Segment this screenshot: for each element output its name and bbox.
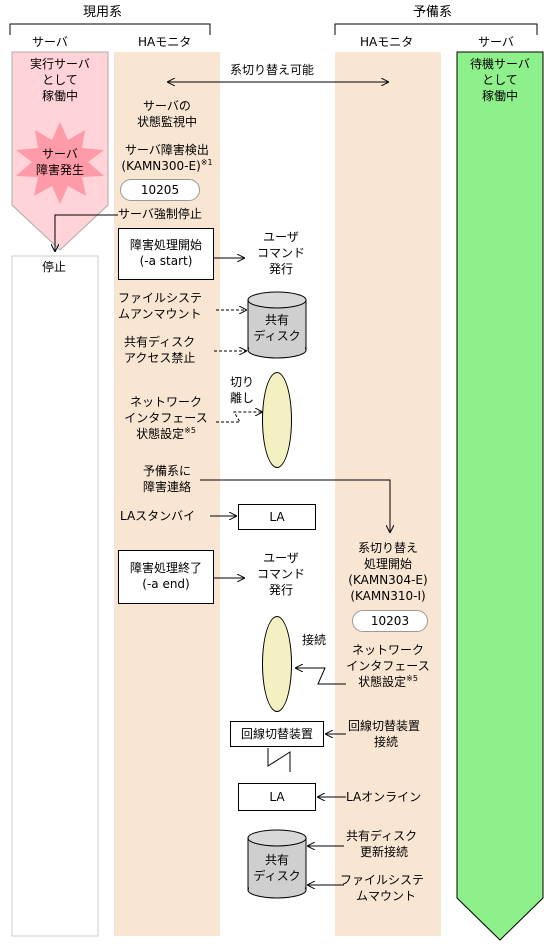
left-server-header: サーバ xyxy=(32,35,68,49)
switch-start-label: 系切り替え処理開始 (KAMN304-E)(KAMN310-I) xyxy=(348,541,428,603)
active-system-bracket xyxy=(9,23,211,35)
force-stop-arrow xyxy=(55,214,118,251)
net-interface-label-1: ネットワークインタフェース 状態設定※5 xyxy=(124,395,208,441)
line-switch-link xyxy=(267,748,291,772)
left-server-status: 実行サーバとして稼働中 xyxy=(30,57,90,103)
la-standby-label: LAスタンバイ xyxy=(120,509,196,523)
disk-update-label: 共有ディスク 更新接続 xyxy=(346,829,418,859)
end-process-box: 障害処理終了(-a end) xyxy=(118,550,214,604)
mount-label: ファイルシステ ムマウント xyxy=(340,873,425,903)
failure-detect-label: サーバ障害検出 (KAMN300-E)※1 xyxy=(121,143,213,173)
monitoring-label: サーバの状態監視中 xyxy=(136,99,197,129)
switchable-label: 系切り替え可能 xyxy=(230,63,315,77)
shared-disk-label-1: 共有ディスク xyxy=(253,313,301,343)
server-stopped-label: 停止 xyxy=(42,260,67,274)
connect-zigzag xyxy=(296,668,346,685)
right-server-status: 待機サーバとして稼働中 xyxy=(470,57,530,103)
notify-arrow xyxy=(200,479,390,532)
right-ha-header: HAモニタ xyxy=(360,35,414,49)
start-process-box: 障害処理開始(-a start) xyxy=(118,228,214,280)
left-server-column-bottom xyxy=(11,255,99,937)
force-stop-label: サーバ強制停止 xyxy=(118,207,202,221)
disconnect-label: 切り離し xyxy=(230,375,255,405)
line-switch-conn-label: 回線切替装置 接続 xyxy=(348,719,421,749)
la-box-1: LA xyxy=(238,504,316,530)
connect-label: 接続 xyxy=(302,633,327,647)
shared-disk-label-2: 共有ディスク xyxy=(253,853,301,883)
standby-system-bracket xyxy=(334,23,538,35)
active-system-label: 現用系 xyxy=(83,5,123,20)
la-online-label: LAオンライン xyxy=(346,790,422,804)
right-server-column xyxy=(456,51,544,941)
unmount-label: ファイルシステムアンマウント xyxy=(118,291,203,321)
server-failure-label: サーバ障害発生 xyxy=(35,147,84,177)
detect-code-badge: 10205 xyxy=(120,179,200,201)
standby-ha-column xyxy=(335,52,441,936)
failure-burst xyxy=(16,122,104,204)
standby-system-label: 予備系 xyxy=(413,5,453,20)
shared-disk-2 xyxy=(247,829,307,899)
la-box-2: LA xyxy=(238,783,316,811)
right-server-header: サーバ xyxy=(478,35,514,49)
left-ha-header: HAモニタ xyxy=(138,35,192,49)
disk-access-label: 共有ディスクアクセス禁止 xyxy=(124,335,196,365)
user-command-label-2: ユーザコマンド発行 xyxy=(256,551,305,597)
user-command-label-1: ユーザコマンド発行 xyxy=(256,230,305,276)
switch-code-badge: 10203 xyxy=(352,610,428,632)
disconnect-zigzag xyxy=(216,412,262,423)
notify-label: 予備系に障害連絡 xyxy=(142,464,191,494)
network-interface-ellipse-2 xyxy=(262,616,292,712)
line-switch-box: 回線切替装置 xyxy=(230,721,324,747)
net-interface-label-2: ネットワークインタフェース 状態設定※5 xyxy=(346,643,430,689)
shared-disk-1 xyxy=(247,291,307,359)
network-interface-ellipse-1 xyxy=(262,372,292,468)
